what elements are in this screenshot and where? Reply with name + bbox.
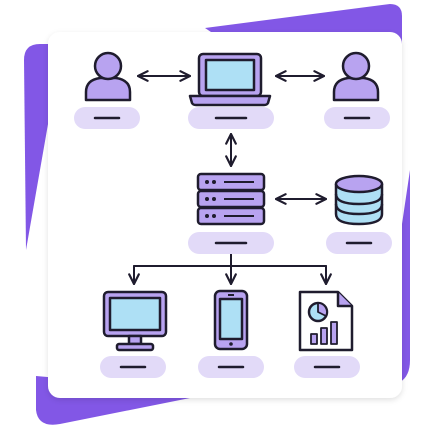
label-pill-desktop xyxy=(100,356,166,378)
edges-layer xyxy=(128,70,332,286)
label-pill-report xyxy=(294,356,360,378)
user-icon xyxy=(332,51,380,102)
server-icon xyxy=(196,172,266,226)
label-pill-laptop xyxy=(188,107,274,129)
monitor-icon xyxy=(102,290,168,352)
label-pill-user-left xyxy=(74,107,140,129)
label-pill-database xyxy=(326,232,392,254)
user-icon xyxy=(84,51,132,102)
smartphone-icon xyxy=(213,289,249,351)
laptop-icon xyxy=(188,52,272,107)
label-pill-user-right xyxy=(324,107,390,129)
database-icon xyxy=(334,174,384,226)
report-document-icon xyxy=(298,290,354,352)
label-pills xyxy=(74,107,392,378)
label-pill-phone xyxy=(198,356,264,378)
label-pill-server xyxy=(188,232,274,254)
edge-server-branches xyxy=(128,251,332,286)
